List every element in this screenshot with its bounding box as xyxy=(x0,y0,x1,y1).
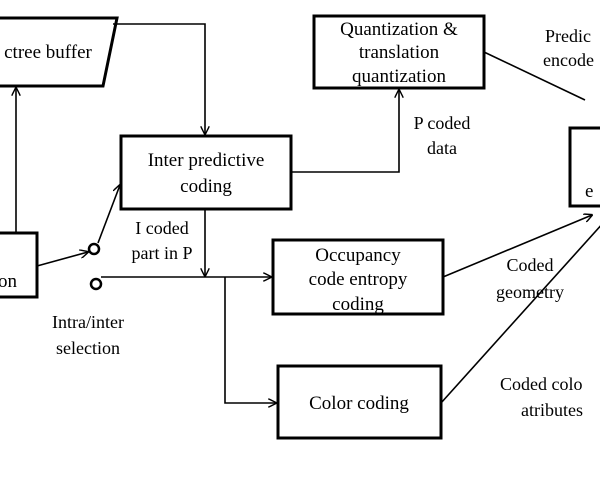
arrow-left-block-to-switch xyxy=(36,252,88,267)
i-coded-part-label-line1: I coded xyxy=(135,218,188,238)
arrow-occupancy-to-right-block xyxy=(442,215,592,278)
switch-terminal-lower xyxy=(89,277,103,291)
coded-color-attributes-label-line2: atributes xyxy=(521,400,583,420)
right-cut-block: e xyxy=(568,126,600,208)
coded-geometry-label-line1: Coded xyxy=(507,255,554,275)
p-coded-data-label-line2: data xyxy=(427,138,457,158)
left-cut-block: on xyxy=(0,231,39,299)
color-coding-label: Color coding xyxy=(309,393,409,414)
quantization-label-line2: translation xyxy=(359,42,440,63)
predicted-encoded-label-line2: encode xyxy=(543,50,594,70)
left-cut-block-label: on xyxy=(0,271,18,292)
occupancy-label-line3: coding xyxy=(332,294,384,315)
p-coded-data-label-line1: P coded xyxy=(414,113,471,133)
i-coded-part-label-line2: part in P xyxy=(132,243,193,263)
arrow-octree-buffer-to-inter-predictive xyxy=(113,23,205,134)
occupancy-label-line2: code entropy xyxy=(309,269,408,290)
quantization-label-line3: quantization xyxy=(352,66,446,87)
octree-buffer-label: ctree buffer xyxy=(4,42,92,63)
right-cut-block-label: e xyxy=(585,181,593,202)
connectors xyxy=(16,23,600,404)
inter-predictive-label-line1: Inter predictive xyxy=(148,150,265,171)
coded-color-attributes-label-line1: Coded colo xyxy=(500,374,583,394)
octree-buffer-block: ctree buffer xyxy=(0,16,119,88)
arrow-junction-to-color-coding xyxy=(224,277,276,403)
quantization-label-line1: Quantization & xyxy=(340,19,458,40)
color-coding-block: Color coding xyxy=(276,364,443,440)
intra-inter-selection-label-line2: selection xyxy=(56,338,120,358)
occupancy-label-line1: Occupancy xyxy=(315,245,401,266)
inter-predictive-label-line2: coding xyxy=(180,176,232,197)
arrow-switch-to-inter-predictive xyxy=(97,185,120,244)
line-quantization-to-right-block xyxy=(483,51,586,101)
coded-geometry-label-line2: geometry xyxy=(496,282,564,302)
switch-terminal-upper xyxy=(87,242,101,256)
arrow-inter-predictive-to-quantization xyxy=(291,90,399,173)
occupancy-block: Occupancy code entropy coding xyxy=(271,238,445,316)
quantization-block: Quantization & translation quantization xyxy=(312,14,486,90)
line-color-coding-to-right-block xyxy=(440,225,600,404)
predicted-encoded-label-line1: Predic xyxy=(545,26,591,46)
intra-inter-selection-label-line1: Intra/inter xyxy=(52,312,124,332)
inter-predictive-block: Inter predictive coding xyxy=(119,134,293,211)
